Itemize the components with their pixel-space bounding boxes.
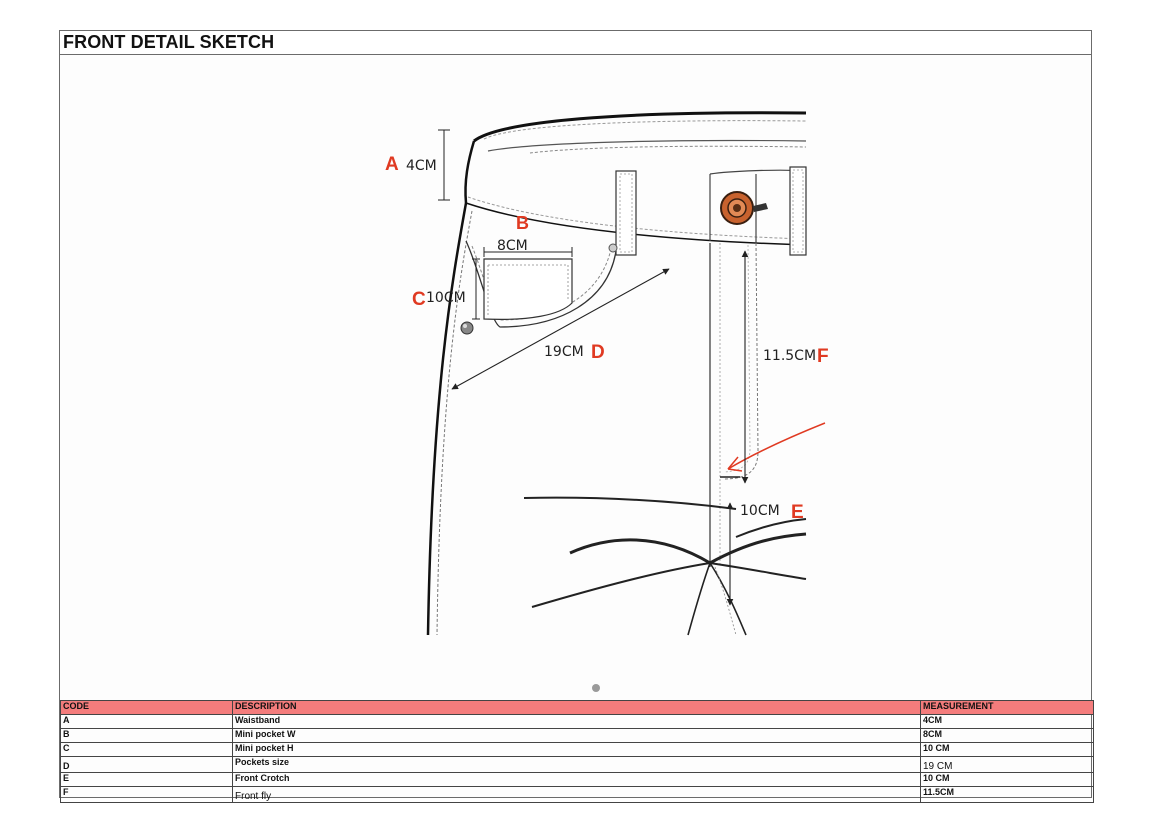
- cell-measurement: 4CM: [920, 714, 1094, 729]
- table-row: A Waistband 4CM: [60, 714, 1094, 729]
- callout-d-measurement: 19CM: [544, 344, 584, 360]
- page-indicator-dot: [592, 684, 600, 692]
- jeans-front-sketch: A 4CM B 8CM C 10CM 19CM D 10CM E 11.5CM …: [60, 31, 1093, 799]
- spec-sheet: A 4CM B 8CM C 10CM 19CM D 10CM E 11.5CM …: [59, 30, 1094, 803]
- cell-measurement: 8CM: [920, 728, 1094, 743]
- table-row: C Mini pocket H 10 CM: [60, 742, 1094, 757]
- page-title: FRONT DETAIL SKETCH: [63, 32, 275, 52]
- callout-b-measurement: 8CM: [497, 238, 528, 254]
- cell-code: B: [60, 728, 233, 743]
- header-measurement: MEASUREMENT: [920, 700, 1094, 715]
- cell-code: D: [60, 756, 233, 773]
- callout-c-measurement: 10CM: [426, 290, 466, 306]
- cell-code: F: [60, 786, 233, 803]
- cell-measurement: 11.5CM: [920, 786, 1094, 803]
- callout-f-letter: F: [817, 346, 829, 367]
- title-bar: FRONT DETAIL SKETCH: [60, 31, 1091, 55]
- table-row: B Mini pocket W 8CM: [60, 728, 1094, 743]
- cell-code: C: [60, 742, 233, 757]
- callout-c-letter: C: [412, 289, 426, 310]
- cell-code: A: [60, 714, 233, 729]
- cell-measurement: 10 CM: [920, 772, 1094, 787]
- cell-description: Mini pocket W: [232, 728, 921, 743]
- table-row: F Front fly 11.5CM: [60, 786, 1094, 803]
- callout-e-measurement: 10CM: [740, 503, 780, 519]
- table-header-row: CODE DESCRIPTION MEASUREMENT: [60, 700, 1094, 715]
- cell-code: E: [60, 772, 233, 787]
- callout-a-measurement: 4CM: [406, 158, 437, 174]
- header-description: DESCRIPTION: [232, 700, 921, 715]
- measurement-table: CODE DESCRIPTION MEASUREMENT A Waistband…: [60, 700, 1094, 803]
- callout-f-measurement: 11.5CM: [763, 348, 816, 364]
- table-row: E Front Crotch 10 CM: [60, 772, 1094, 787]
- cell-measurement: 10 CM: [920, 742, 1094, 757]
- cell-measurement: 19 CM: [920, 756, 1094, 773]
- cell-description: Pockets size: [232, 756, 921, 773]
- callout-a-letter: A: [385, 154, 399, 175]
- cell-description: Front Crotch: [232, 772, 921, 787]
- callout-e-letter: E: [791, 502, 804, 523]
- cell-description: Mini pocket H: [232, 742, 921, 757]
- cell-description: Waistband: [232, 714, 921, 729]
- table-row: D Pockets size 19 CM: [60, 756, 1094, 773]
- cell-description: Front fly: [232, 786, 921, 803]
- header-code: CODE: [60, 700, 233, 715]
- callout-d-letter: D: [591, 342, 605, 363]
- callout-b-letter: B: [516, 213, 529, 233]
